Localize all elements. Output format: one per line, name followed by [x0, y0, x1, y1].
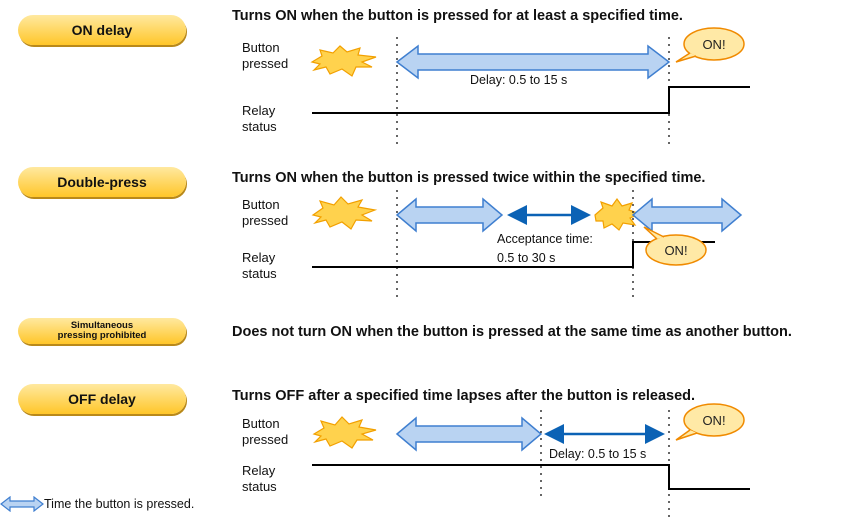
badge-off-delay-label: OFF delay: [68, 391, 136, 407]
double-press-diagram: ON!: [311, 190, 743, 300]
press-burst-icon: [312, 416, 377, 449]
on-bubble: ON!: [643, 226, 707, 266]
press-duration-arrow: [395, 416, 543, 452]
title-off-delay: Turns OFF after a specified time lapses …: [232, 388, 696, 404]
press-duration-arrow: [631, 197, 743, 233]
delay-text-on-delay: Delay: 0.5 to 15 s: [470, 73, 568, 87]
press-duration-arrow: [395, 197, 504, 233]
svg-text:ON!: ON!: [702, 413, 725, 428]
badge-simultaneous-line2: pressing prohibited: [57, 330, 147, 341]
badge-off-delay: OFF delay: [18, 384, 186, 414]
legend: Time the button is pressed.: [0, 496, 194, 512]
title-on-delay: Turns ON when the button is pressed for …: [232, 8, 683, 24]
title-simultaneous: Does not turn ON when the button is pres…: [232, 324, 792, 340]
on-bubble: ON!: [675, 27, 745, 63]
label-button-pressed-off-delay: Button pressed: [242, 416, 289, 447]
label-relay-status-on-delay: Relay status: [242, 103, 277, 134]
badge-double-press-label: Double-press: [57, 174, 147, 190]
legend-text: Time the button is pressed.: [44, 497, 195, 511]
on-bubble: ON!: [675, 403, 745, 441]
badge-on-delay: ON delay: [18, 15, 186, 45]
legend-arrow-icon: [0, 496, 44, 512]
svg-text:ON!: ON!: [702, 37, 725, 52]
label-relay-status-double-press: Relay status: [242, 250, 277, 281]
on-delay-diagram: ON!: [310, 27, 750, 148]
press-burst-icon: [310, 45, 377, 77]
acceptance-text-line2: 0.5 to 30 s: [497, 251, 556, 265]
title-double-press: Turns ON when the button is pressed twic…: [232, 170, 706, 186]
press-duration-arrow: [395, 44, 671, 80]
label-button-pressed-on-delay: Button pressed: [242, 40, 289, 71]
relay-signal: [312, 86, 750, 114]
delay-text-off-delay: Delay: 0.5 to 15 s: [549, 447, 647, 461]
press-burst-icon: [311, 196, 378, 230]
off-delay-diagram: ON!: [312, 403, 750, 517]
badge-simultaneous-line1: Simultaneous: [70, 320, 134, 331]
label-button-pressed-double-press: Button pressed: [242, 197, 289, 228]
acceptance-text-line1: Acceptance time:: [497, 232, 593, 246]
badge-on-delay-label: ON delay: [71, 22, 133, 38]
relay-signal: [312, 464, 750, 490]
badge-simultaneous: Simultaneous pressing prohibited: [18, 318, 186, 344]
badge-double-press: Double-press: [18, 167, 186, 197]
label-relay-status-off-delay: Relay status: [242, 463, 277, 494]
svg-text:ON!: ON!: [664, 243, 687, 258]
